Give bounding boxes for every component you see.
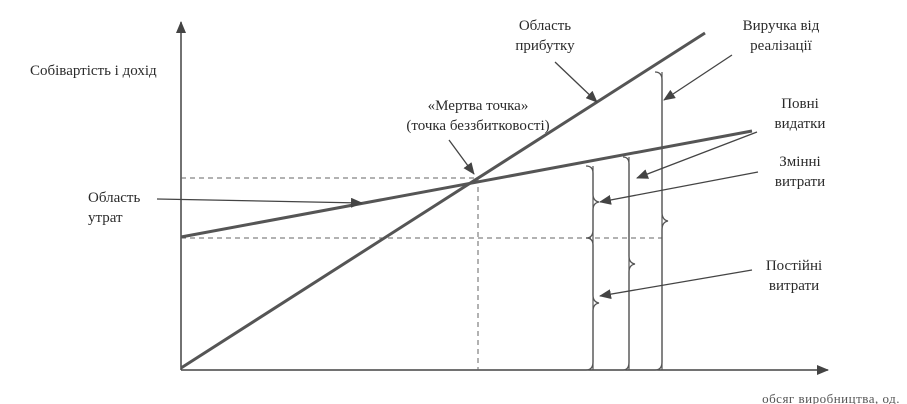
total-costs-label-2: видатки	[775, 116, 826, 132]
break-even-arrow	[448, 139, 475, 175]
variable-cost-brace	[585, 165, 600, 239]
variable-costs-label-1: Змінні	[779, 154, 820, 170]
fixed-costs-label-1: Постійні	[766, 258, 822, 274]
loss-area-label-2: утрат	[88, 210, 123, 226]
revenue-line	[180, 31, 706, 370]
variable-costs-label-2: витрати	[775, 174, 825, 190]
fixed-costs-arrow	[599, 269, 753, 300]
profit-area-arrow	[554, 61, 598, 103]
profit-area-label-1: Область	[519, 18, 571, 34]
loss-area-arrow	[156, 197, 363, 208]
break-even-label-1: «Мертва точка»	[428, 98, 529, 114]
revenue-label-1: Виручка від	[743, 18, 820, 34]
fixed-costs-label-2: витрати	[769, 278, 819, 294]
y-axis-label: Собівартість і дохід	[30, 63, 157, 79]
total-cost-brace	[622, 156, 636, 371]
revenue-brace	[654, 71, 669, 371]
total-costs-label-1: Повні	[781, 96, 819, 112]
variable-costs-arrow	[599, 171, 759, 205]
break-even-label-2: (точка беззбитковості)	[406, 118, 549, 134]
total-costs-arrow	[636, 131, 758, 179]
fixed-cost-brace	[585, 237, 600, 371]
revenue-arrow	[663, 54, 733, 101]
total-cost-line	[180, 129, 753, 239]
loss-area-label-1: Область	[88, 190, 140, 206]
x-axis-footer-label: обсяг виробництва, од.	[762, 391, 900, 404]
profit-area-label-2: прибутку	[515, 38, 575, 54]
revenue-label-2: реалізації	[750, 38, 813, 54]
